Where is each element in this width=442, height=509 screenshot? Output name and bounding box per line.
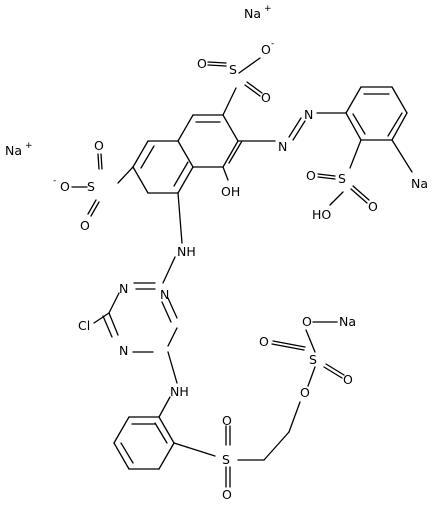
- sulfonate2-sulfur: S: [87, 179, 95, 194]
- amine-top: NH: [177, 244, 196, 259]
- atom-labels: Na + Na + O - O S O N N Na S O O HO OH S…: [5, 4, 428, 502]
- sulfate-ester-oxygen: O: [300, 385, 310, 400]
- chlorine: Cl: [78, 318, 90, 333]
- naphthol-hydroxyl: OH: [221, 184, 240, 199]
- sodium-ion-left-charge: +: [25, 141, 33, 151]
- sodium-ion-left: Na: [5, 143, 22, 158]
- triazine-nitrogen-bottom: N: [119, 343, 128, 358]
- sulfonic-acid-sulfur: S: [338, 171, 346, 186]
- sulfate-oxygen-right: O: [343, 372, 353, 387]
- sulfonate2-oxygen-bottom: O: [80, 218, 90, 233]
- triazine-nitrogen-right: N: [160, 287, 169, 302]
- sulfonate1-sulfur: S: [229, 62, 237, 77]
- sodium-ion-top: Na: [244, 6, 261, 21]
- sulfonyl-oxygen-top: O: [222, 413, 232, 428]
- sulfonate2-oxygen-anion-charge: -: [53, 176, 56, 186]
- bonds: [71, 57, 413, 488]
- azo-nitrogen-2: N: [304, 107, 313, 122]
- sulfonate1-oxygen-anion: O: [261, 42, 271, 57]
- sulfonic-acid-oxygen-left: O: [306, 168, 316, 183]
- sodium-ion-top-charge: +: [264, 4, 272, 14]
- azo-nitrogen-1: N: [278, 139, 287, 154]
- sulfonyl-oxygen-bottom: O: [222, 487, 232, 502]
- triazine-nitrogen-top: N: [119, 281, 128, 296]
- sulfonate2-oxygen-anion: O: [60, 179, 70, 194]
- sulfate-sulfur: S: [309, 352, 317, 367]
- sulfonic-acid-hydroxyl: HO: [312, 207, 331, 222]
- sulfonate1-oxygen-anion-charge: -: [271, 39, 274, 49]
- amine-bottom: NH: [170, 384, 189, 399]
- sulfate-oxygen-sodium-link: O: [302, 314, 312, 329]
- sulfonyl-sulfur: S: [222, 452, 230, 467]
- sodium-on-ring: Na: [411, 176, 428, 191]
- sulfate-oxygen-left: O: [259, 334, 269, 349]
- sodium-bottom: Na: [339, 314, 356, 329]
- sulfonate2-oxygen-top: O: [94, 138, 104, 153]
- sulfonate1-oxygen-left: O: [197, 56, 207, 71]
- sulfonate1-oxygen-right: O: [261, 90, 271, 105]
- sulfonic-acid-oxygen-right: O: [368, 199, 378, 214]
